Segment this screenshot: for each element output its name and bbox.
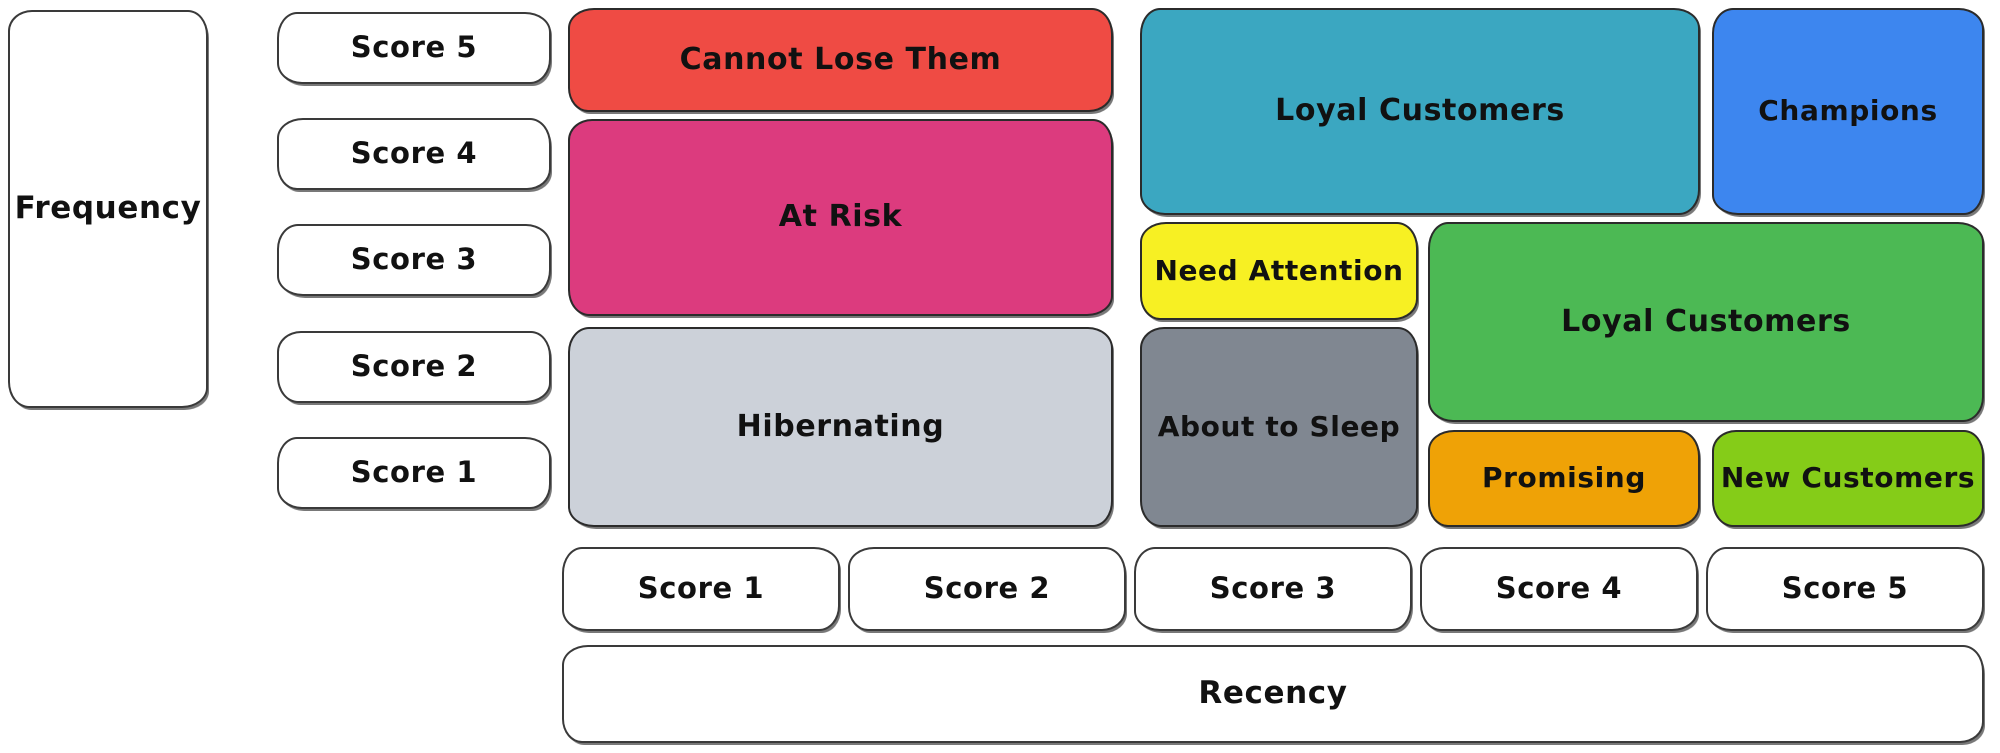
segment-need-attention[interactable]: Need Attention	[1140, 222, 1418, 320]
segment-promising[interactable]: Promising	[1428, 430, 1700, 527]
recency-score-4[interactable]: Score 4	[1420, 547, 1698, 631]
frequency-score-5[interactable]: Score 5	[277, 12, 551, 84]
frequency-score-3[interactable]: Score 3	[277, 224, 551, 296]
recency-score-1[interactable]: Score 1	[562, 547, 840, 631]
segment-champions[interactable]: Champions	[1712, 8, 1984, 215]
segment-at-risk[interactable]: At Risk	[568, 119, 1113, 316]
segment-loyal-customers-teal[interactable]: Loyal Customers	[1140, 8, 1700, 215]
recency-score-3[interactable]: Score 3	[1134, 547, 1412, 631]
frequency-axis-label: Frequency	[8, 10, 208, 408]
segment-cannot-lose-them[interactable]: Cannot Lose Them	[568, 8, 1113, 112]
segment-loyal-customers-green[interactable]: Loyal Customers	[1428, 222, 1984, 422]
recency-axis-label: Recency	[562, 645, 1984, 743]
frequency-score-2[interactable]: Score 2	[277, 331, 551, 403]
frequency-score-4[interactable]: Score 4	[277, 118, 551, 190]
recency-score-5[interactable]: Score 5	[1706, 547, 1984, 631]
segment-new-customers[interactable]: New Customers	[1712, 430, 1984, 527]
frequency-score-1[interactable]: Score 1	[277, 437, 551, 509]
segment-about-to-sleep[interactable]: About to Sleep	[1140, 327, 1418, 527]
segment-hibernating[interactable]: Hibernating	[568, 327, 1113, 527]
recency-score-2[interactable]: Score 2	[848, 547, 1126, 631]
